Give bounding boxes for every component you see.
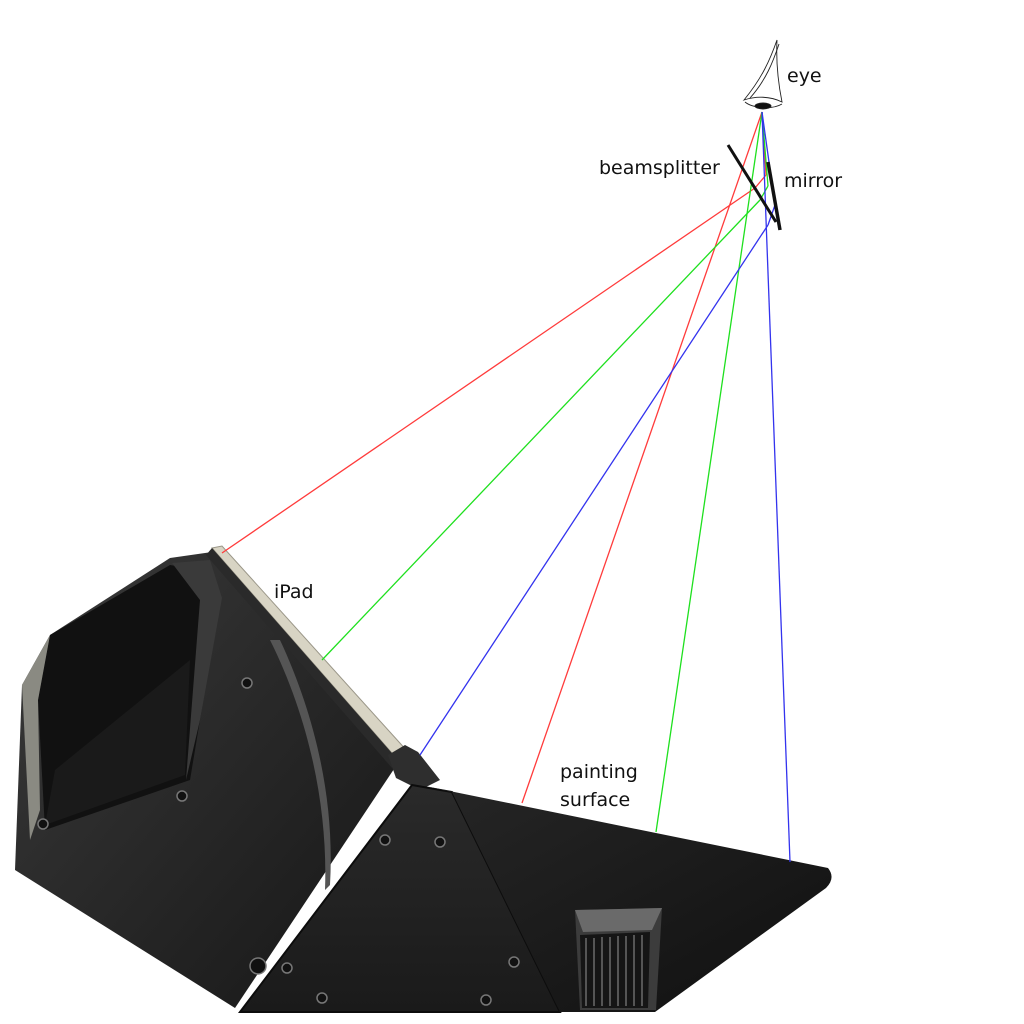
vent-grille-icon (575, 908, 662, 1010)
screw (37, 818, 49, 830)
ipad-slab-dark-edge (206, 548, 398, 768)
label-beamsplitter: beamsplitter (599, 157, 720, 179)
housing-curved-fin (270, 640, 331, 890)
light-rays (221, 111, 791, 863)
ray-green-surface (655, 111, 763, 833)
screw (241, 677, 253, 689)
label-ipad: iPad (274, 581, 314, 603)
screw (508, 956, 520, 968)
mirror-line (766, 161, 782, 231)
screw (316, 992, 328, 1004)
ray-blue-ipad (419, 224, 769, 756)
eye-icon (742, 39, 783, 110)
beamsplitter-line (726, 144, 778, 223)
hinge-block (388, 745, 440, 790)
label-eye: eye (787, 65, 822, 87)
screw (434, 836, 446, 848)
painting-surface-tray (420, 785, 832, 1012)
housing-inner-wall (172, 560, 222, 780)
screw (379, 834, 391, 846)
screw (480, 994, 492, 1006)
screw (249, 957, 267, 975)
housing-opening-shade (45, 660, 190, 825)
ray-red-ipad (221, 187, 756, 554)
screw (176, 790, 188, 802)
housing-opening-bevel (22, 635, 50, 840)
screws (37, 677, 520, 1006)
label-mirror: mirror (784, 170, 842, 192)
screw (281, 962, 293, 974)
ray-blue-surface (761, 111, 791, 863)
device-housing (15, 545, 832, 1013)
label-painting: painting (560, 761, 638, 783)
ray-green-ipad (321, 199, 761, 661)
ray-red-surface (521, 111, 763, 804)
label-surface: surface (560, 789, 630, 811)
